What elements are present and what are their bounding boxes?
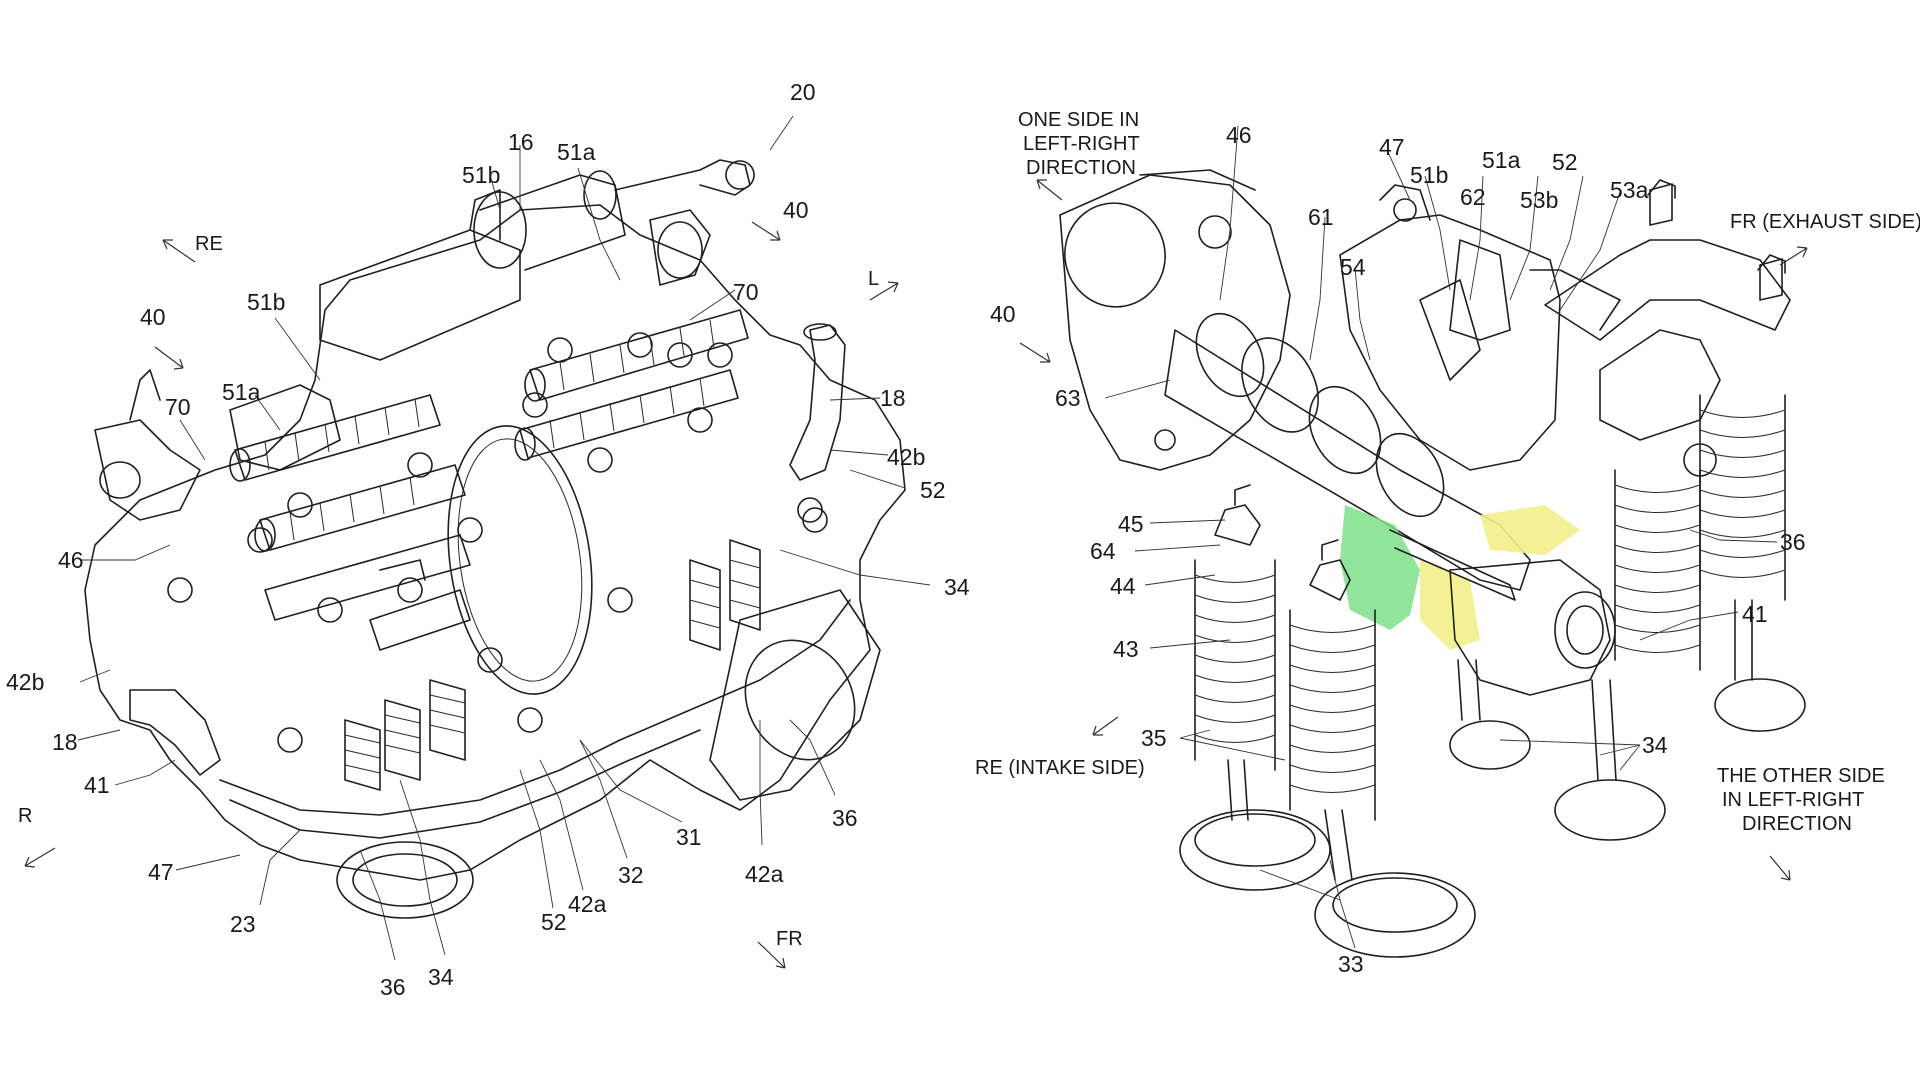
ref-36-bottom: 36 [380,974,406,1000]
direction-arrows-left [24,221,899,969]
valve-springs-right [1194,394,1786,821]
ref-70-right: 70 [733,279,759,305]
direction-arrows-right [1019,179,1808,881]
dir-l: L [868,268,879,290]
leader-lines-right [1104,125,1778,949]
ref-62-r: 62 [1460,184,1486,210]
ref-41: 41 [84,772,110,798]
direction-labels-right: ONE SIDE IN LEFT-RIGHT DIRECTION FR (EXH… [975,109,1920,835]
ref-18-right: 18 [880,385,906,411]
ref-70-left: 70 [165,394,191,420]
left-figure-engine-head: 20 16 51a 51b 40 70 18 42b 52 34 36 42a … [6,79,970,1000]
reference-numerals-left: 20 16 51a 51b 40 70 18 42b 52 34 36 42a … [6,79,970,1000]
ref-34-bottom: 34 [428,964,454,990]
dir-other-side-l1: THE OTHER SIDE [1717,765,1885,787]
camshaft-rear-bank [514,309,749,461]
dir-other-side-l2: IN LEFT-RIGHT [1722,789,1864,811]
dir-r: R [18,805,32,827]
dir-other-side-l3: DIRECTION [1742,813,1852,835]
ref-34-r: 34 [1642,732,1668,758]
valve-springs-front [344,539,761,791]
ref-16: 16 [508,129,534,155]
dir-re-left: RE [195,233,223,255]
ref-40-top: 40 [783,197,809,223]
leader-lines-left [77,115,931,961]
ref-64-r: 64 [1090,538,1116,564]
valves-right [1179,599,1806,958]
ref-40-left: 40 [140,304,166,330]
dir-one-side-l3: DIRECTION [1026,157,1136,179]
ref-31: 31 [676,824,702,850]
ref-46-r: 46 [1226,122,1252,148]
ref-34-right: 34 [944,574,970,600]
ref-18-left: 18 [52,729,78,755]
ref-42a-bottom: 42a [568,891,607,917]
ref-40-r: 40 [990,301,1016,327]
dir-one-side-l1: ONE SIDE IN [1018,109,1139,131]
ref-42b-right: 42b [887,444,925,470]
highlight-green-segment [1340,505,1420,630]
ref-53a-r: 53a [1610,177,1649,203]
ref-51a-left: 51a [222,379,261,405]
dir-fr-left: FR [776,928,803,950]
ref-63-r: 63 [1055,385,1081,411]
ref-51b-left: 51b [247,289,285,315]
reference-numerals-right: 40 46 47 51b 51a 52 53a 53b 62 61 54 63 … [990,122,1806,977]
ref-33-r: 33 [1338,951,1364,977]
right-figure-valve-train: 40 46 47 51b 51a 52 53a 53b 62 61 54 63 … [975,109,1920,977]
ref-44-r: 44 [1110,573,1136,599]
ref-53b-r: 53b [1520,187,1558,213]
head-bolts [167,332,828,753]
camshaft-front-bank [229,394,471,621]
ref-51b-r: 51b [1410,162,1448,188]
ref-42b-left: 42b [6,669,44,695]
ref-42a-right: 42a [745,861,784,887]
ref-36-right: 36 [832,805,858,831]
dir-fr-exhaust: FR (EXHAUST SIDE) [1730,211,1920,233]
ref-51b-top: 51b [462,162,500,188]
ref-35-r: 35 [1141,725,1167,751]
ref-20: 20 [790,79,816,105]
ref-36-r: 36 [1780,529,1806,555]
ref-54-r: 54 [1340,254,1366,280]
direction-labels-left: RE L R FR [18,233,879,950]
ref-47: 47 [148,859,174,885]
ref-52-bottom: 52 [541,909,567,935]
ref-61-r: 61 [1308,204,1334,230]
ref-45-r: 45 [1118,511,1144,537]
ref-46: 46 [58,547,84,573]
ref-52-r: 52 [1552,149,1578,175]
highlight-yellow-segment [1480,505,1580,555]
dir-one-side-l2: LEFT-RIGHT [1023,133,1140,155]
dir-re-intake: RE (INTAKE SIDE) [975,757,1145,779]
ref-43-r: 43 [1113,636,1139,662]
ref-32: 32 [618,862,644,888]
ref-41-r: 41 [1742,601,1768,627]
ref-23: 23 [230,911,256,937]
ref-51a-top: 51a [557,139,596,165]
ref-47-r: 47 [1379,134,1405,160]
ref-52-right: 52 [920,477,946,503]
ref-51a-r: 51a [1482,147,1521,173]
